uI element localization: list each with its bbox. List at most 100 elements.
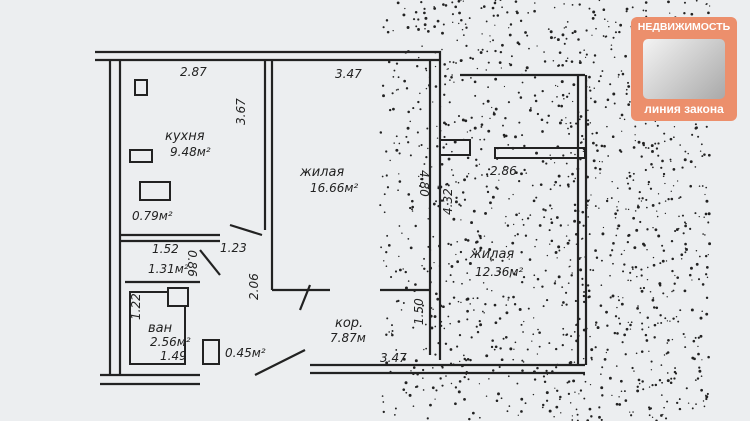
scan-speckle [471,57,475,60]
scan-speckle [457,300,460,303]
scan-speckle [427,147,429,150]
scan-speckle [629,328,632,330]
scan-speckle [392,29,394,32]
scan-speckle [417,100,420,104]
scan-speckle [660,394,663,396]
scan-speckle [568,239,571,242]
scan-speckle [479,246,483,250]
scan-speckle [522,224,525,226]
scan-speckle [446,68,448,70]
scan-speckle [448,263,450,265]
scan-speckle [439,304,443,308]
scan-speckle [469,56,472,60]
scan-speckle [510,55,513,58]
scan-speckle [554,347,558,351]
scan-speckle [520,323,523,326]
scan-speckle [514,234,516,237]
scan-speckle [452,363,455,366]
scan-speckle [652,263,656,267]
scan-speckle [578,317,581,321]
scan-speckle [463,178,466,182]
scan-speckle [449,362,453,365]
scan-speckle [485,354,489,358]
scan-speckle [575,323,578,327]
scan-speckle [592,61,595,64]
scan-speckle [398,142,401,145]
scan-speckle [555,366,558,369]
scan-speckle [489,201,492,205]
scan-speckle [618,403,622,406]
scan-speckle [427,217,430,220]
scan-speckle [397,189,399,192]
walls [95,50,588,386]
scan-speckle [423,163,426,165]
scan-speckle [667,338,670,342]
scan-speckle [494,321,498,325]
scan-speckle [441,366,444,369]
scan-speckle [435,389,438,392]
scan-speckle [579,51,582,54]
scan-speckle [381,84,385,87]
scan-speckle [567,185,570,188]
scan-speckle [401,232,403,234]
scan-speckle [485,185,488,188]
scan-speckle [587,289,591,293]
scan-speckle [576,334,580,338]
scan-speckle [445,143,448,146]
scan-speckle [561,93,565,97]
scan-speckle [382,26,385,29]
scan-speckle [458,380,462,383]
living1-width: 3.47 [335,67,362,81]
scan-speckle [482,5,486,8]
scan-speckle [591,132,594,135]
scan-speckle [457,390,461,394]
scan-speckle [639,311,641,314]
scan-speckle [585,96,588,99]
scan-speckle [542,208,545,211]
scan-speckle [489,41,491,43]
scan-speckle [672,317,675,320]
scan-speckle [485,20,488,23]
scan-speckle [412,326,415,329]
scan-speckle [630,414,633,417]
scan-speckle [640,274,643,277]
scan-speckle [594,324,597,326]
scan-speckle [434,325,437,328]
scan-speckle [588,295,591,299]
scan-speckle [488,248,492,252]
scan-speckle [566,381,569,384]
scan-speckle [586,199,590,203]
scan-speckle [637,378,641,382]
scan-speckle [576,209,580,213]
scan-speckle [520,397,524,401]
scan-speckle [671,269,674,273]
scan-speckle [588,75,591,79]
scan-speckle [437,204,440,208]
scan-speckle [646,316,649,320]
scan-speckle [467,378,470,381]
scan-speckle [584,380,587,383]
scan-speckle [434,353,437,356]
scan-speckle [500,67,502,69]
scan-speckle [423,23,427,27]
scan-speckle [492,39,495,42]
scan-speckle [457,0,461,3]
scan-speckle [694,127,698,130]
scan-speckle [600,386,604,390]
scan-speckle [452,61,455,64]
scan-speckle [685,222,687,225]
scan-speckle [624,54,627,58]
scan-speckle [499,347,502,350]
scan-speckle [505,215,507,218]
scan-speckle [385,251,388,254]
scan-speckle [649,290,652,293]
scan-speckle [611,135,615,139]
scan-speckle [586,86,588,88]
scan-speckle [458,11,461,15]
scan-speckle [583,373,586,376]
scan-speckle [445,375,447,377]
scan-speckle [528,258,532,261]
scan-speckle [480,7,483,10]
scan-speckle [613,331,617,335]
scan-speckle [398,268,402,272]
